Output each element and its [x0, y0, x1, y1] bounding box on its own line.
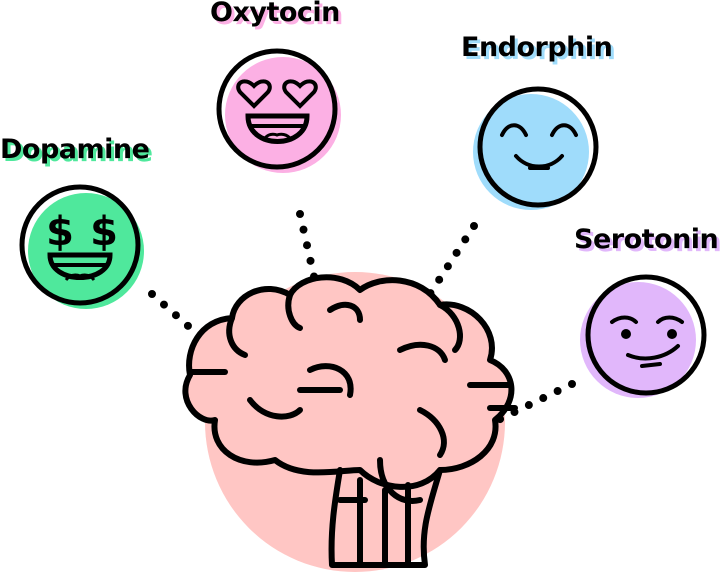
- label-endorphin: Endorphin: [461, 32, 613, 63]
- label-oxytocin: Oxytocin: [210, 0, 340, 28]
- svg-text:$: $: [90, 209, 118, 255]
- dopamine-face-icon: $ $: [19, 184, 144, 309]
- label-dopamine: Dopamine: [0, 134, 150, 165]
- oxytocin-face-icon: [216, 48, 341, 173]
- serotonin-face-icon: [580, 274, 707, 398]
- svg-text:$: $: [46, 209, 74, 255]
- brain-icon: [182, 274, 518, 568]
- endorphin-face-icon: [473, 86, 599, 210]
- connector-endorphin: [422, 222, 478, 304]
- connector-serotonin: [486, 380, 576, 428]
- label-serotonin: Serotonin: [574, 224, 719, 255]
